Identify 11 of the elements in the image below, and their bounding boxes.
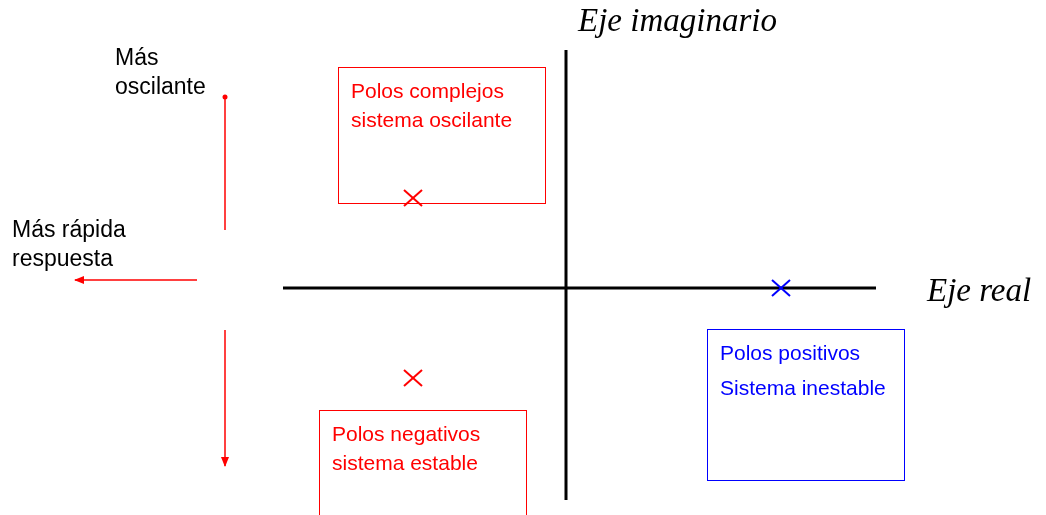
direction-label: Más oscilante <box>115 43 207 101</box>
box-text: Sistema inestable <box>720 376 886 399</box>
box-text: Polos negativos sistema estable <box>332 422 481 474</box>
axis-label: Eje imaginario <box>578 2 777 39</box>
direction-label: Más rápida respuesta <box>12 215 127 273</box>
axis-label: Eje real <box>927 272 1032 309</box>
box-text: Polos complejos sistema oscilante <box>351 79 513 131</box>
text-box <box>707 329 905 481</box>
box-text: Polos positivos <box>720 341 861 364</box>
text-box <box>338 67 546 204</box>
text-box <box>319 410 527 515</box>
